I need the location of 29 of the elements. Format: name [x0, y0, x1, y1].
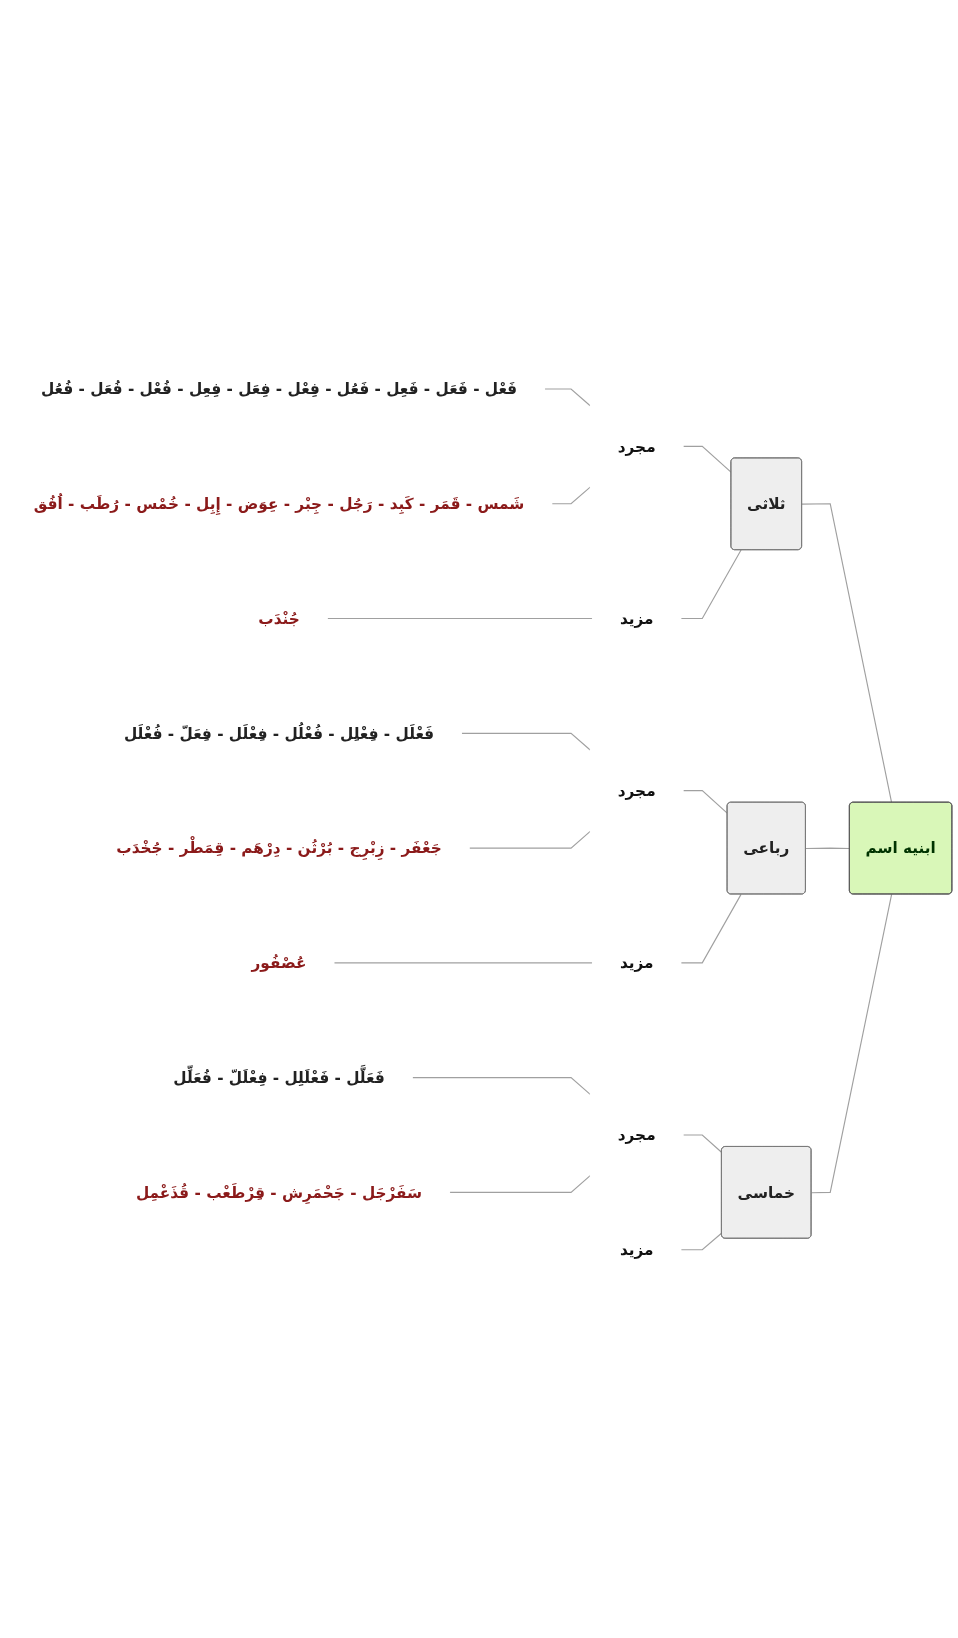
node-text: مجرد [617, 781, 656, 800]
node-text: فَعْلَل - فِعْلِل - فُعْلُل - فِعْلَل - فِعَلّ - فُعْلَل [123, 723, 435, 743]
connector [326, 617, 593, 619]
node-text: مزید [619, 1240, 654, 1259]
connector [805, 847, 851, 849]
node-text: مجرد [617, 436, 656, 456]
node-text: مزید [619, 953, 654, 972]
connector [544, 388, 591, 406]
connector [810, 893, 893, 1193]
connector [468, 830, 591, 849]
connector [680, 549, 742, 619]
node-text: جُنْدَب [258, 608, 300, 628]
connector [449, 1174, 591, 1193]
node-text: فَعْل - فَعَل - فَعِل - فَعُل - فِعْل - فِعَل - فِعِل - فُعْل - فُعَل - فُعُل [40, 379, 518, 398]
connector [680, 893, 742, 963]
node-text: سَفَرْجَل - جَحْمَرِش - قِرْطَعْب - قُذَعْمِل [135, 1182, 423, 1202]
connector [411, 1076, 591, 1095]
connector [682, 789, 729, 814]
node-text: مجرد [617, 1125, 656, 1144]
connector [682, 445, 732, 473]
connector [461, 732, 591, 751]
connector [682, 1134, 723, 1153]
connector [333, 961, 593, 963]
node-text: عُصْفُور [251, 953, 307, 972]
node-text: مزید [619, 608, 654, 628]
node-text: شَمس - قَمَر - كَبِد - رَجُل - جِبْر - عِوَض - إِبِل - خُمْس - رُطَب - اُفُق [33, 494, 525, 513]
connector [551, 486, 591, 504]
connector [801, 502, 893, 803]
connector [680, 1232, 723, 1250]
